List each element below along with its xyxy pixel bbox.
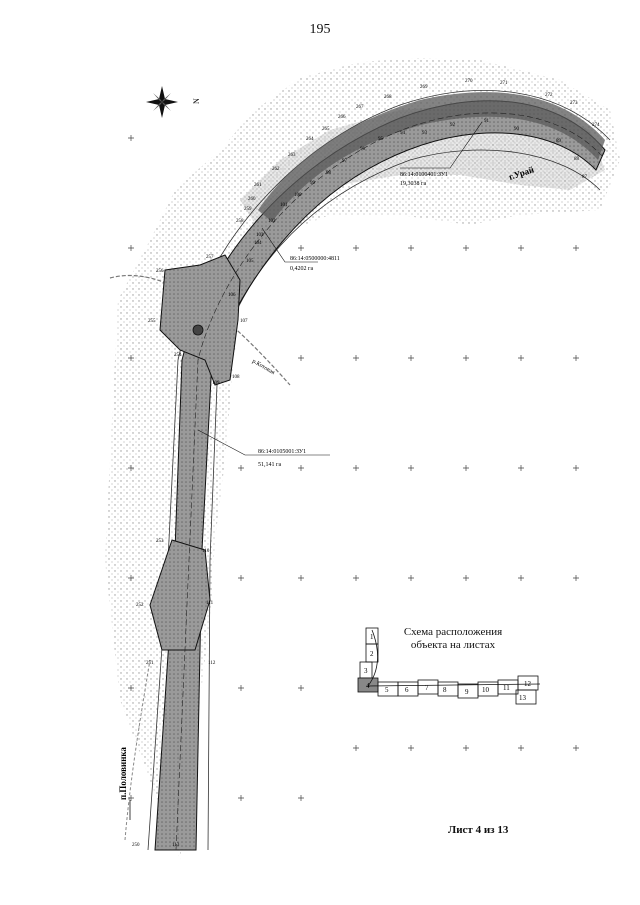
point-outer-269: 269 bbox=[420, 85, 428, 90]
point-outer-264: 264 bbox=[306, 137, 314, 142]
point-inner-93: 93 bbox=[422, 131, 428, 136]
point-outer-251: 251 bbox=[146, 661, 154, 666]
point-outer-272: 272 bbox=[545, 93, 553, 98]
point-outer-254: 254 bbox=[174, 353, 182, 358]
point-inner-103: 103 bbox=[256, 233, 264, 238]
scheme-sheet-12: 12 bbox=[524, 680, 532, 688]
leader-parcel-1 bbox=[400, 121, 483, 169]
point-inner-110: 110 bbox=[202, 549, 210, 554]
parcel-3-area: 51,141 га bbox=[258, 462, 281, 468]
scheme-sheet-10: 10 bbox=[482, 686, 490, 694]
point-inner-92: 92 bbox=[450, 123, 456, 128]
point-outer-265: 265 bbox=[322, 127, 330, 132]
point-inner-95: 95 bbox=[378, 137, 384, 142]
point-inner-113: 113 bbox=[172, 843, 180, 848]
point-outer-261: 261 bbox=[254, 183, 262, 188]
scheme-sheet-1: 1 bbox=[370, 633, 374, 641]
point-inner-100: 100 bbox=[294, 193, 302, 198]
point-inner-112: 112 bbox=[208, 661, 216, 666]
scheme-sheet-4: 4 bbox=[366, 682, 370, 690]
point-inner-91: 91 bbox=[484, 119, 490, 124]
point-outer-273: 273 bbox=[570, 101, 578, 106]
leader-parcel-3 bbox=[197, 429, 330, 456]
scheme-sheet-7: 7 bbox=[425, 684, 429, 692]
parcel-1-area: 19,3038 га bbox=[400, 181, 426, 187]
point-inner-99: 99 bbox=[310, 181, 316, 186]
compass-rose bbox=[146, 86, 178, 118]
widening-north bbox=[159, 254, 241, 386]
river-kotovaya-label: р.Котовая bbox=[251, 359, 276, 377]
point-outer-263: 263 bbox=[288, 153, 296, 158]
point-inner-98: 98 bbox=[326, 171, 332, 176]
point-inner-87: 87 bbox=[582, 175, 588, 180]
point-outer-252: 252 bbox=[136, 603, 144, 608]
scheme-title: Схема расположения объекта на листах bbox=[388, 626, 518, 652]
scheme-sheet-3: 3 bbox=[364, 667, 368, 675]
point-outer-258: 258 bbox=[236, 219, 244, 224]
point-inner-104: 104 bbox=[254, 241, 262, 246]
sheet-caption: Лист 4 из 13 bbox=[448, 824, 509, 836]
river-kotovaya bbox=[109, 274, 291, 386]
page-number: 195 bbox=[309, 22, 331, 37]
point-outer-274: 274 bbox=[592, 123, 600, 128]
point-outer-257: 257 bbox=[206, 255, 214, 260]
point-outer-260: 260 bbox=[248, 197, 256, 202]
point-inner-101: 101 bbox=[280, 203, 288, 208]
point-inner-111: 111 bbox=[206, 601, 214, 606]
point-inner-94: 94 bbox=[400, 131, 406, 136]
north-label: N bbox=[192, 98, 201, 104]
scheme-sheet-6: 6 bbox=[405, 686, 409, 694]
river-polovinka-label: п.Половинка bbox=[118, 747, 128, 800]
terrain-dense bbox=[240, 105, 605, 235]
leader-parcel-2 bbox=[261, 227, 318, 263]
point-labels: 2742732722712702692682672662652642632622… bbox=[132, 79, 600, 848]
point-outer-250: 250 bbox=[132, 843, 140, 848]
point-outer-271: 271 bbox=[500, 81, 508, 86]
point-inner-88: 88 bbox=[574, 157, 580, 162]
scheme-sheet-9: 9 bbox=[465, 688, 469, 696]
point-inner-109: 109 bbox=[212, 381, 220, 386]
river-polovinka bbox=[124, 659, 151, 841]
scheme-sheet-5: 5 bbox=[385, 686, 389, 694]
point-inner-102: 102 bbox=[268, 219, 276, 224]
point-outer-270: 270 bbox=[465, 79, 473, 84]
grid-crosses bbox=[128, 135, 579, 801]
parcel-2-id: 86:14:0500000:4811 bbox=[290, 256, 340, 262]
scheme-sheet-13: 13 bbox=[519, 694, 527, 702]
point-outer-268: 268 bbox=[384, 95, 392, 100]
point-inner-89: 89 bbox=[556, 139, 562, 144]
scheme-sheet-8: 8 bbox=[443, 686, 447, 694]
point-outer-267: 267 bbox=[356, 105, 364, 110]
point-inner-97: 97 bbox=[342, 159, 348, 164]
parcel-1-id: 86:14:0100401:ЗУ1 bbox=[400, 172, 448, 178]
point-inner-108: 108 bbox=[232, 375, 240, 380]
point-outer-256: 256 bbox=[156, 269, 164, 274]
sheet-scheme bbox=[357, 627, 541, 705]
well-marker bbox=[192, 324, 204, 336]
point-outer-266: 266 bbox=[338, 115, 346, 120]
point-outer-255: 255 bbox=[148, 319, 156, 324]
parcel-3-id: 86:14:0105001:ЗУ1 bbox=[258, 449, 306, 455]
parcel-2-area: 0,4202 га bbox=[290, 266, 313, 272]
point-inner-107: 107 bbox=[240, 319, 248, 324]
point-inner-106: 106 bbox=[228, 293, 236, 298]
scheme-title-line2: объекта на листах bbox=[410, 639, 496, 651]
point-outer-262: 262 bbox=[272, 167, 280, 172]
point-inner-96: 96 bbox=[360, 147, 366, 152]
scheme-sheet-2: 2 bbox=[370, 650, 374, 658]
point-outer-259: 259 bbox=[244, 207, 252, 212]
point-inner-105: 105 bbox=[246, 259, 254, 264]
point-inner-90: 90 bbox=[514, 127, 520, 132]
widening-middle bbox=[149, 539, 211, 651]
scheme-sheet-11: 11 bbox=[503, 684, 510, 692]
scheme-title-line1: Схема расположения bbox=[403, 626, 503, 638]
corridor-centreline bbox=[175, 112, 603, 851]
corridor-upper-dark bbox=[258, 92, 605, 222]
point-outer-253: 253 bbox=[156, 539, 164, 544]
